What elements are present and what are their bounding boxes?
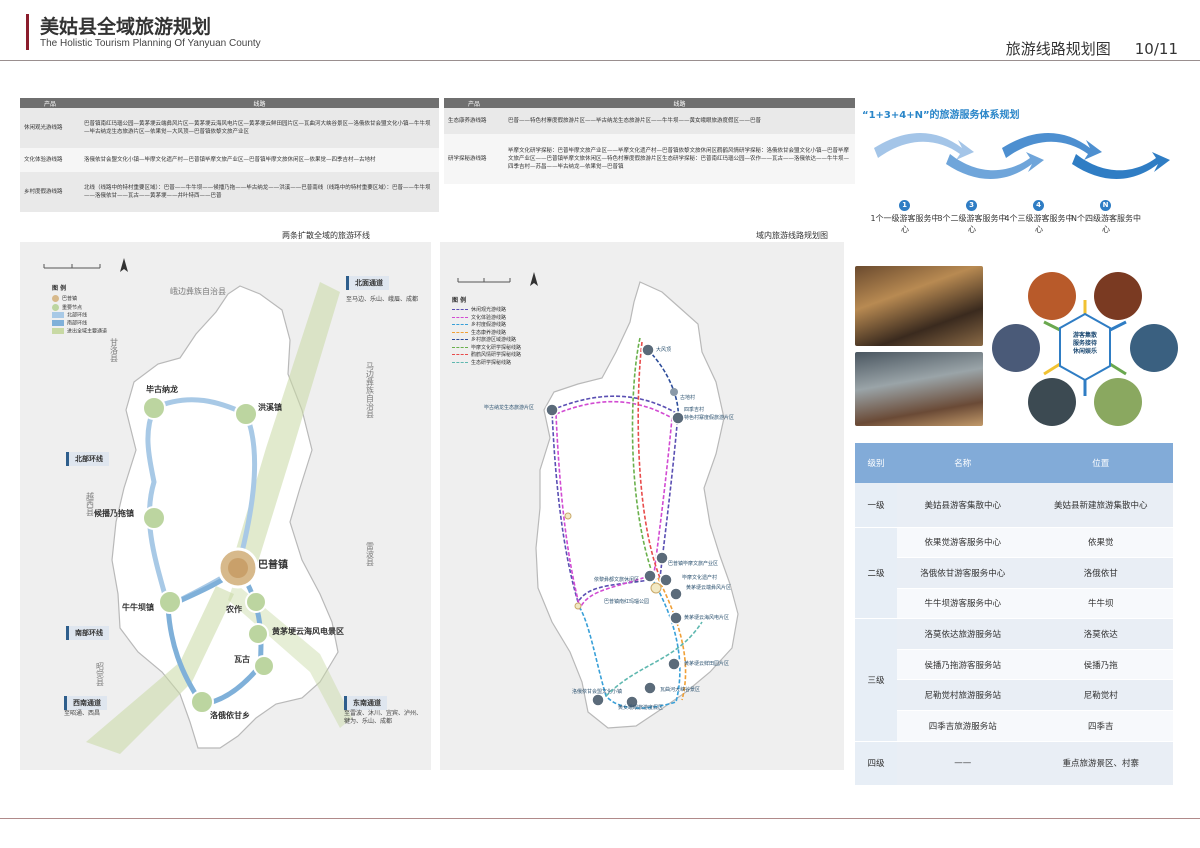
service-center-table: 级别 名称 位置 一级 美姑县游客集散中心 美姑县新建旅游集散中心 二级 依果觉… [855,443,1173,786]
left-map-legend: 图 例 巴普镇 重要节点 北部环线 南部环线 进出全域主要通道 [52,285,108,335]
table-header: 位置 [1028,443,1173,483]
right-map-title: 域内旅游线路规划图 [756,231,828,240]
page-heading: 旅游线路规划图 10/11 [982,38,1178,59]
level-1-badge: 1 [899,200,910,211]
town-wagu: 瓦古 [234,655,250,664]
route-table-right: 产品 线路 生态康养游线路 巴普——特色村寨度假旅游片区——毕古纳龙生态旅游片区… [444,98,855,184]
table-header: 线路 [80,98,439,108]
table-row: 侯播乃拖游客服务站 侯播乃拖 [855,649,1173,681]
level-3-badge: 3 [966,200,977,211]
spot-yunduan: 黄茅埂云端彝风片区 [686,585,732,591]
spot-yunxian: 黄茅埂云鲜田园片区 [684,661,730,667]
hex-center-text: 游客集散服务接待休闲娱乐 [1072,332,1097,356]
table-row: 一级 美姑县游客集散中心 美姑县新建旅游集散中心 [855,483,1173,528]
document-title: 美姑县全域旅游规划 [40,16,212,38]
spot-bimo-industry: 巴普镇毕摩文旅产业区 [668,561,719,567]
town-bapu: 巴普镇 [258,560,288,571]
route-table-left: 产品 线路 休闲观光游线路 巴普镇南红玛瑙公园—黄茅埂云端彝风片区—黄茅埂云海风… [20,98,439,212]
document-subtitle: The Holistic Tourism Planning Of Yanyuan… [40,38,261,49]
channel-southwest-note: 至昭通、西昌 [64,710,101,717]
town-nongzuo: 农作 [226,605,242,614]
spot-sijiji: 四季吉村 [684,407,705,413]
table-row: 洛俄依甘游客服务中心 洛俄依甘 [855,557,1173,589]
service-arrows [874,133,1170,179]
spot-waqu-canyon: 瓦曲河大峡谷景区 [660,687,701,693]
spot-yunhai: 黄茅埂云海风电片区 [684,615,730,621]
spot-gudicun: 古地村 [680,395,696,401]
spot-bimo-heritage: 毕摩文化遗产村 [682,575,718,581]
spot-huangnv: 黄女峨眼旅游度假区 [618,705,664,711]
lobby-photo [855,266,983,346]
town-huangmaogeng: 黄茅埂云海风电景区 [272,627,344,636]
header-accent-bar [26,14,29,50]
table-row: 三级 洛莫依达旅游服务站 洛莫依达 [855,618,1173,742]
left-map: 峨边彝族自治县 甘洛县 马边彝族自治县 越西县 昭觉县 雷波县 [43,258,375,754]
green-channel-southwest [86,586,234,754]
county-label-ganluo: 甘洛县 [110,337,119,363]
green-channel-north [234,282,340,562]
page-number: 10/11 [1134,40,1178,58]
town-hongxi: 洪溪镇 [258,403,282,412]
south-loop-tag: 南部环线 [66,626,109,640]
spot-luoeyigan: 洛俄依甘会盟文化小镇 [572,689,623,695]
county-label-yuexi: 越西县 [86,491,95,517]
table-header: 名称 [897,443,1029,483]
table-header: 产品 [20,98,80,108]
spot-dafengding: 大风顶 [656,347,672,353]
table-row: 研学探秘游线路 毕摩文化研学探秘：巴普毕摩文旅产业区——毕摩文化遗产村—巴普镇依… [444,134,855,184]
table-row: 生态康养游线路 巴普——特色村寨度假旅游片区——毕古纳龙生态旅游片区——牛牛坝—… [444,108,855,134]
scale-bar [457,278,511,283]
scale-bar [43,264,101,269]
town-houbonaituo: 候播乃拖镇 [94,509,134,518]
level-4-label: 4个三级游客服务中心 [1004,214,1074,235]
right-map-legend: 图 例 休闲观光游线路 文化体验游线路 乡村度假游线路 生态康养游线路 乡村旅游… [452,297,522,366]
county-label-mabian: 马边彝族自治县 [366,362,375,419]
lounge-photo [855,352,983,426]
table-row: 休闲观光游线路 巴普镇南红玛瑙公园—黄茅埂云端彝风片区—黄茅埂云海风电片区—黄茅… [20,108,439,148]
table-row: 尼勒觉村旅游服务站 尼勒觉村 [855,679,1173,712]
spot-village-resort: 特色村寨度假旅游片区 [684,415,735,421]
table-header: 级别 [855,443,897,483]
county-label-ebian: 峨边彝族自治县 [170,286,226,296]
level-3-label: 3个二级游客服务中心 [937,214,1007,235]
channel-north-note: 至马边、乐山、峨眉、成都 [346,296,419,303]
compass-icon [120,258,128,272]
channel-southwest: 西南通道 [64,696,107,710]
channel-southeast: 东南通道 [344,696,387,710]
node-markers [142,396,275,714]
level-1-label: 1个一级游客服务中心 [870,214,940,235]
county-outline [535,281,739,729]
footer-divider [0,818,1200,819]
table-row: 四级 —— 重点旅游景区、村寨 [855,741,1173,786]
table-row: 二级 依果觉游客服务中心 依果觉 [855,527,1173,620]
service-hex-diagram [992,272,1178,426]
north-loop-tag: 北部环线 [66,452,109,466]
table-header: 线路 [504,98,855,108]
header-divider [0,60,1200,61]
level-n-label: N个四级游客服务中心 [1071,214,1141,235]
compass-icon [530,272,538,286]
left-map-title: 两条扩散全域的旅游环线 [282,231,370,240]
table-header: 产品 [444,98,504,108]
table-row: 乡村度假游线路 北线（线路中的特村重要区域）：巴普——牛牛坝——候播乃拖——毕古… [20,172,439,212]
table-row: 文化体验游线路 洛俄依甘会盟文化小镇—毕摩文化遗产村—巴普镇毕摩文旅产业区—巴普… [20,148,439,172]
channel-north: 北面通道 [346,276,389,290]
page-title: 旅游线路规划图 [1005,40,1111,58]
town-biguanalong: 毕古纳龙 [146,385,178,394]
town-luoeyigan: 洛俄依甘乡 [210,711,250,720]
town-niuniuba: 牛牛坝镇 [122,603,154,612]
spot-nanhong-park: 巴普镇南红玛瑙公园 [604,599,650,605]
service-system-title: “1+3+4+N”的旅游服务体系规划 [862,110,1020,121]
county-label-leibo: 雷波县 [366,542,375,567]
level-4-badge: 4 [1033,200,1044,211]
level-n-badge: N [1100,200,1111,211]
county-label-zhaojue: 昭觉县 [96,662,105,687]
channel-southeast-note: 至雷波、沐川、宜宾、泸州、犍为、乐山、成都 [344,710,423,726]
right-map [457,272,739,729]
table-row: 四季吉旅游服务站 四季吉 [855,710,1173,742]
spot-biguanalong: 毕古纳龙生态旅游片区 [484,405,535,411]
table-row: 牛牛坝游客服务中心 牛牛坝 [855,588,1173,620]
spot-yili-leisure: 依黎彝都文旅休闲区 [594,577,640,583]
spot-markers [545,343,685,709]
